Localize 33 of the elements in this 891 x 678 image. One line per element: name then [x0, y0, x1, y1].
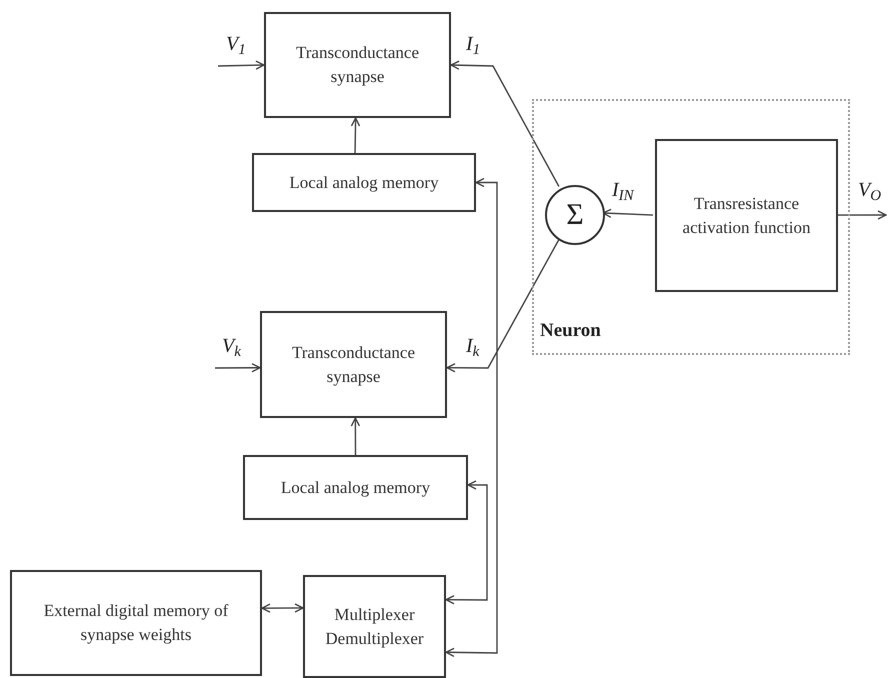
arrow — [450, 60, 560, 187]
block-label: Transresistance activation function — [682, 192, 812, 238]
block-label: External digital memory of synapse weights — [42, 600, 230, 646]
arrow — [261, 603, 304, 613]
block-box — [655, 139, 838, 292]
block-box — [303, 575, 446, 678]
block-box — [252, 153, 476, 212]
dashed-group-box — [532, 99, 850, 355]
signal-label: V$_{1}$ — [226, 34, 246, 54]
arrow — [445, 480, 488, 604]
arrow — [215, 363, 261, 372]
signal-label: V$_{O}$ — [858, 180, 882, 200]
arrow — [350, 117, 360, 154]
arrow — [350, 417, 360, 455]
group-title: Neuron — [540, 318, 601, 342]
block-label: Local analog memory — [280, 476, 432, 499]
block-box — [10, 570, 262, 676]
arrow — [836, 210, 887, 220]
sum-symbol: Σ — [566, 200, 584, 230]
signal-label: I$_{IN}$ — [612, 180, 634, 200]
arrow — [218, 60, 265, 70]
arrow — [445, 178, 498, 658]
block-box — [260, 311, 447, 418]
block-label: Transconductance synapse — [294, 42, 420, 88]
block-label: Local analog memory — [288, 172, 440, 194]
signal-label: V$_{k}$ — [222, 336, 241, 356]
signal-label: I$_{k}$ — [466, 336, 480, 356]
block-label: Transconductance synapse — [290, 342, 416, 388]
block-box — [243, 455, 468, 520]
block-box — [264, 12, 451, 118]
arrow — [446, 239, 560, 372]
signal-label: I$_{1}$ — [466, 34, 480, 54]
block-label: Multiplexer Demultiplexer — [324, 604, 425, 650]
